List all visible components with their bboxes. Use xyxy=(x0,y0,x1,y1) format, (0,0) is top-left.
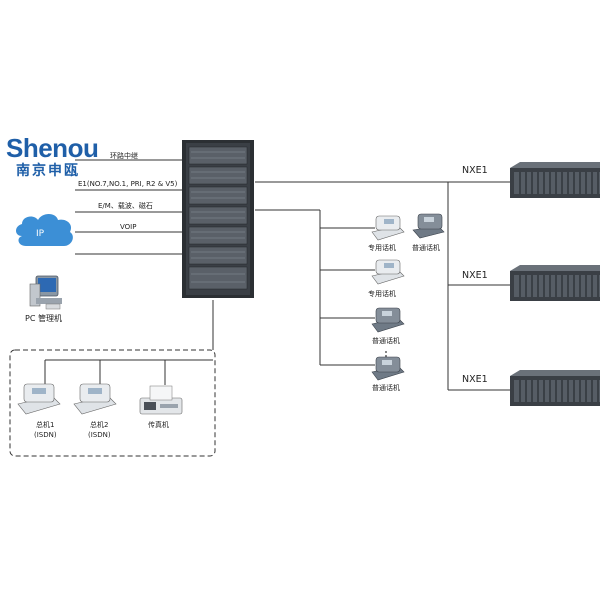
nxe-chassis-1 xyxy=(510,162,600,198)
label-console-1-sub: (ISDN) xyxy=(34,431,57,439)
label-console-2-sub: (ISDN) xyxy=(88,431,111,439)
isdn-devices xyxy=(17,383,183,415)
label-ordinary-phone-3: 普通话机 xyxy=(372,384,400,392)
console-phone-icon-2 xyxy=(73,383,117,415)
label-ordinary-phone-1: 普通话机 xyxy=(412,244,440,252)
label-fax: 传真机 xyxy=(148,421,169,429)
dedicated-phone-icon-1 xyxy=(371,215,405,241)
label-ordinary-phone-2: 普通话机 xyxy=(372,337,400,345)
label-console-2: 总机2 xyxy=(90,421,109,429)
fax-icon xyxy=(139,385,183,415)
label-em: E/M、载波、磁石 xyxy=(98,202,153,210)
nxe-chassis-3 xyxy=(510,370,600,406)
label-dedicated-phone-1: 专用话机 xyxy=(368,244,396,252)
ordinary-phone-icon-3 xyxy=(371,356,405,381)
ip-cloud-label: IP xyxy=(36,229,45,239)
label-console-1: 总机1 xyxy=(36,421,55,429)
isdn-group-box xyxy=(9,349,216,457)
ordinary-phone-icon-2 xyxy=(371,307,405,333)
pc-icon xyxy=(29,275,62,310)
brand-logo-cn: 南京申瓯 xyxy=(16,163,80,179)
console-phone-icon-1 xyxy=(17,383,61,415)
dedicated-phone-icon-2 xyxy=(371,259,405,285)
nxe-chassis-2 xyxy=(510,265,600,301)
connection-lines xyxy=(44,159,510,391)
pbx-rack xyxy=(182,140,254,298)
label-loop-trunk: 环路中继 xyxy=(110,152,138,160)
phone-icons xyxy=(371,213,445,381)
label-dedicated-phone-2: 专用话机 xyxy=(368,290,396,298)
ip-cloud-icon xyxy=(16,214,73,246)
pc-label: PC 管理机 xyxy=(25,314,62,323)
brand-logo: Shenou xyxy=(6,133,99,163)
label-nxe-1: NXE1 xyxy=(462,165,488,176)
label-voip: VOIP xyxy=(120,223,137,231)
label-e1: E1(NO.7,NO.1, PRI, R2 & V5) xyxy=(78,180,178,188)
nxe-chassis-icons xyxy=(510,162,600,406)
label-nxe-2: NXE1 xyxy=(462,270,488,281)
label-nxe-3: NXE1 xyxy=(462,374,488,385)
ordinary-phone-icon-1 xyxy=(412,213,445,239)
